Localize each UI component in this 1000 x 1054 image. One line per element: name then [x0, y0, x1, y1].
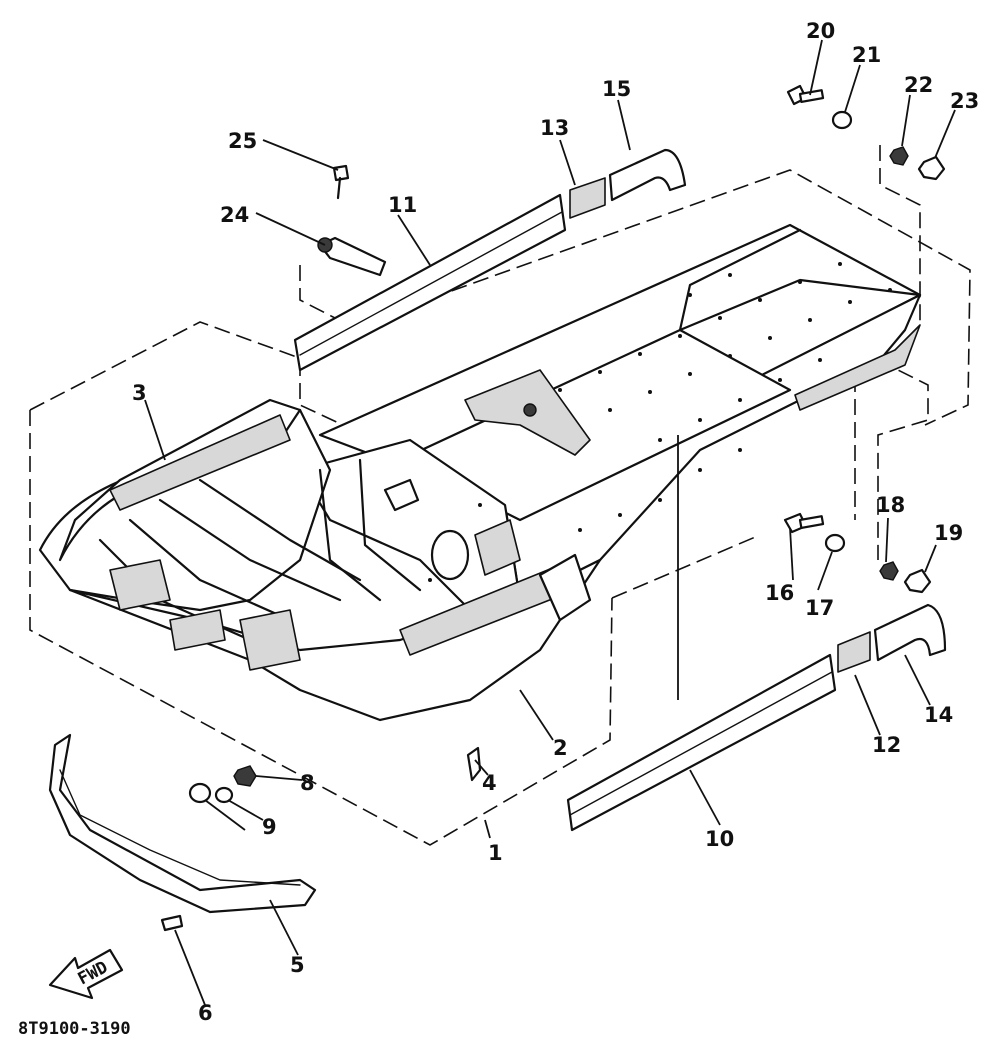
- callout-20: 20: [806, 19, 835, 43]
- callout-21: 21: [852, 43, 881, 67]
- callout-6: 6: [198, 1001, 213, 1025]
- callout-5: 5: [290, 953, 305, 977]
- part-12-decal: [837, 631, 871, 673]
- leader-lines: [144, 39, 956, 1006]
- part-15-corner-guard: [608, 148, 687, 202]
- callout-4: 4: [482, 771, 497, 795]
- callout-15: 15: [602, 77, 631, 101]
- rivet-dots: [428, 262, 892, 582]
- callout-14: 14: [924, 703, 953, 727]
- callout-8: 8: [300, 771, 315, 795]
- callout-labels: 1 2 3 4 5 6 8 9 10 11 12 13 14 15 16 17 …: [132, 19, 979, 1025]
- forward-direction-arrow: FWD: [48, 948, 124, 1000]
- callout-22: 22: [904, 73, 933, 97]
- callout-12: 12: [872, 733, 901, 757]
- fasteners: [160, 84, 946, 932]
- drawing-code: 8T9100-3190: [18, 1019, 131, 1039]
- callout-1: 1: [488, 841, 503, 865]
- callout-19: 19: [934, 521, 963, 545]
- callout-11: 11: [388, 193, 417, 217]
- part-13-decal: [569, 177, 606, 219]
- callout-25: 25: [228, 129, 257, 153]
- callout-2: 2: [553, 736, 568, 760]
- callout-9: 9: [262, 815, 277, 839]
- callout-10: 10: [705, 827, 734, 851]
- callout-13: 13: [540, 116, 569, 140]
- callout-23: 23: [950, 89, 979, 113]
- callout-18: 18: [876, 493, 905, 517]
- part-11-side-strip-upper: [293, 193, 567, 372]
- callout-24: 24: [220, 203, 249, 227]
- part-14-corner-guard: [873, 603, 947, 662]
- part-10-side-strip-lower: [566, 653, 837, 832]
- frame-body: [38, 223, 922, 722]
- callout-3: 3: [132, 381, 147, 405]
- callout-16: 16: [765, 581, 794, 605]
- callout-17: 17: [805, 596, 834, 620]
- part-5-front-bumper: [48, 733, 317, 914]
